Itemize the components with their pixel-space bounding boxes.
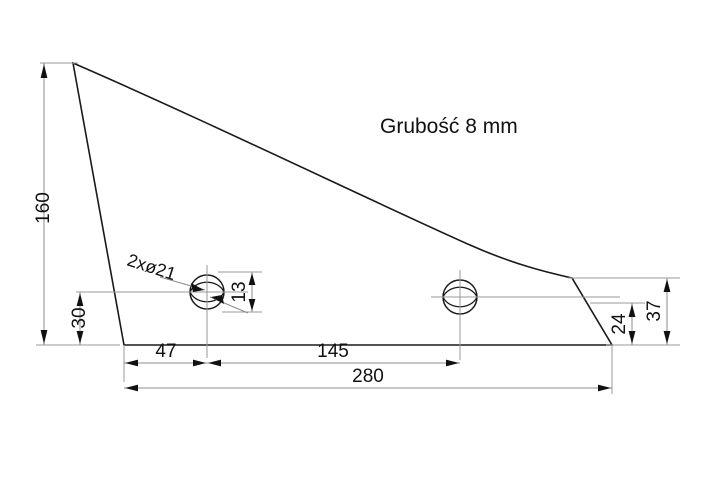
dim-label-37: 37 [644, 300, 665, 321]
hole-2 [431, 270, 620, 360]
arrow-145-right [446, 359, 459, 367]
hole-callout-label: 2xø21 [125, 250, 179, 284]
arrow-leader-hole-upper [191, 283, 204, 292]
dim-label-30: 30 [69, 307, 90, 328]
arrow-47-right [193, 359, 206, 367]
dimension-height-total: 160 [33, 62, 120, 346]
dimension-right-chamfer-height: 24 [590, 302, 680, 346]
arrow-280-right [598, 384, 611, 392]
arrow-37-bottom [663, 331, 671, 344]
arrow-13-bottom [248, 299, 256, 311]
dimension-hole-edge-offset: 13 [159, 271, 262, 314]
arrow-47-left [125, 359, 138, 367]
dimension-right-height: 37 [568, 277, 680, 345]
arrow-280-left [125, 384, 138, 392]
dim-label-13: 13 [229, 281, 250, 302]
dim-label-47: 47 [155, 341, 176, 362]
dimension-hole-spacing: 145 [207, 341, 460, 367]
arrow-30-bottom [76, 331, 84, 344]
dim-label-160: 160 [33, 192, 54, 224]
arrow-24-top [628, 304, 636, 317]
arrow-160-bottom [40, 330, 48, 344]
arrow-160-top [40, 64, 48, 78]
arrow-13-top [248, 273, 256, 285]
part-outline [71, 61, 614, 346]
arrow-leader-hole-lower [211, 295, 224, 304]
dim-label-24: 24 [609, 313, 630, 335]
arrow-24-bottom [628, 331, 636, 344]
dimension-length-total: 280 [124, 345, 613, 394]
arrow-30-top [76, 293, 84, 306]
dim-label-145: 145 [317, 341, 349, 362]
dim-label-280: 280 [352, 366, 384, 387]
arrow-37-top [663, 279, 671, 292]
hole-callout: 2xø21 [125, 250, 179, 284]
arrow-145-left [208, 359, 221, 367]
dimension-hole1-from-left: 47 [123, 341, 207, 382]
thickness-note: Grubość 8 mm [380, 115, 518, 138]
dimension-height-left-offset: 30 [69, 291, 196, 345]
